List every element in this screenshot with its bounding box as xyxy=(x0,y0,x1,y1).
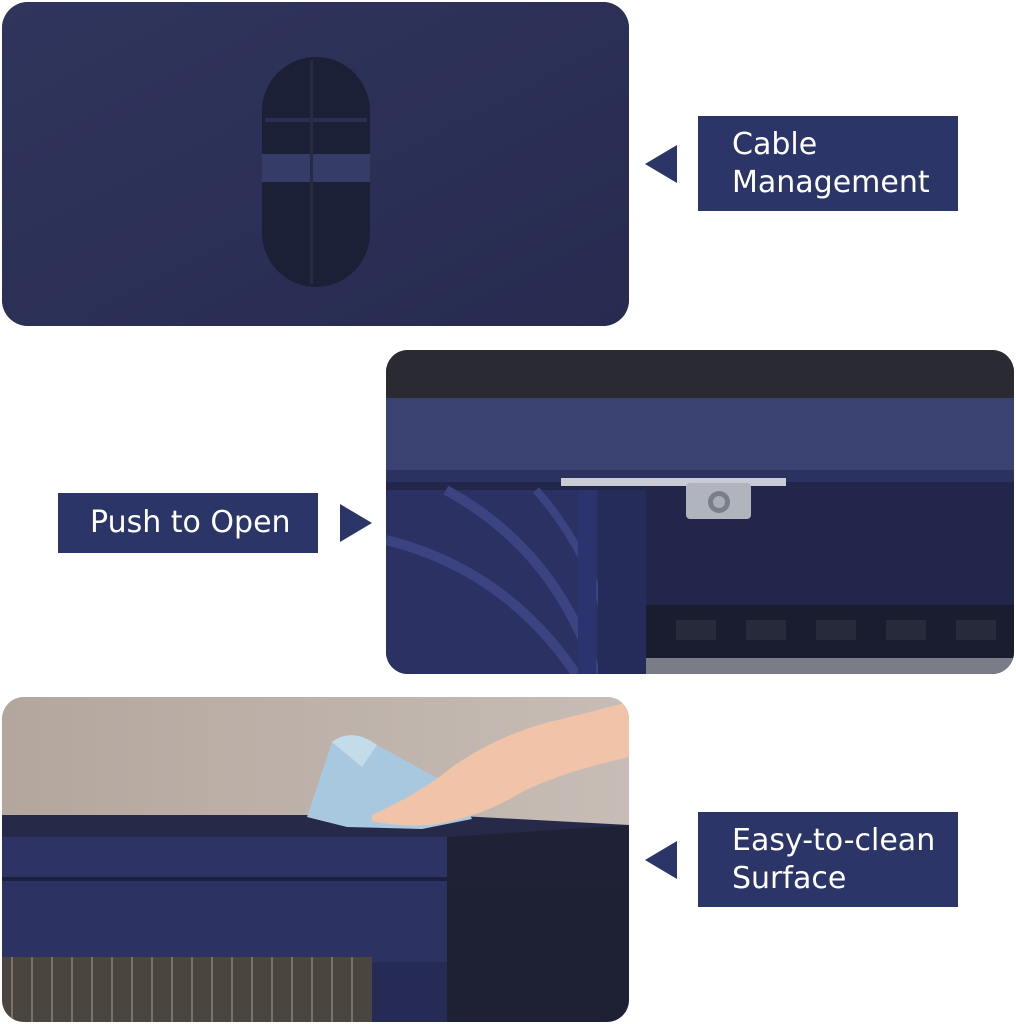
easy-clean-photo xyxy=(2,697,629,1022)
cable-label-line-1: Cable xyxy=(732,126,818,162)
pointer-arrow-cable xyxy=(645,145,677,183)
push-to-open-photo xyxy=(386,350,1014,674)
cable-hole-illustration xyxy=(2,2,629,326)
cable-management-label: Cable Management xyxy=(698,116,958,211)
push-to-open-label: Push to Open xyxy=(58,493,318,553)
easy-clean-label: Easy-to-clean Surface xyxy=(698,812,958,907)
cable-management-photo xyxy=(2,2,629,326)
cable-label-line-2: Management xyxy=(732,164,930,200)
push-label-line-1: Push to Open xyxy=(90,505,291,540)
clean-label-line-1: Easy-to-clean xyxy=(732,822,936,858)
pointer-arrow-clean xyxy=(645,841,677,879)
push-latch-illustration xyxy=(386,350,1014,674)
pointer-arrow-push xyxy=(340,504,372,542)
cleaning-illustration xyxy=(2,697,629,1022)
hand xyxy=(372,702,629,826)
clean-label-line-2: Surface xyxy=(732,860,847,896)
